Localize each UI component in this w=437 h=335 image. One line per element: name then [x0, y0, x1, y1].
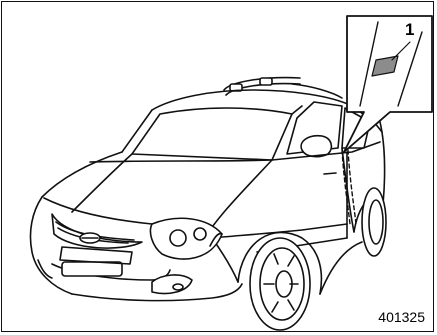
car-body — [30, 90, 386, 330]
figure-code: 401325 — [378, 310, 425, 324]
roof-rails — [224, 78, 342, 98]
figure-frame: 1 401325 — [1, 1, 434, 332]
car-illustration — [2, 2, 434, 332]
callout-zoom-box — [344, 16, 432, 152]
callout-number: 1 — [405, 21, 414, 38]
